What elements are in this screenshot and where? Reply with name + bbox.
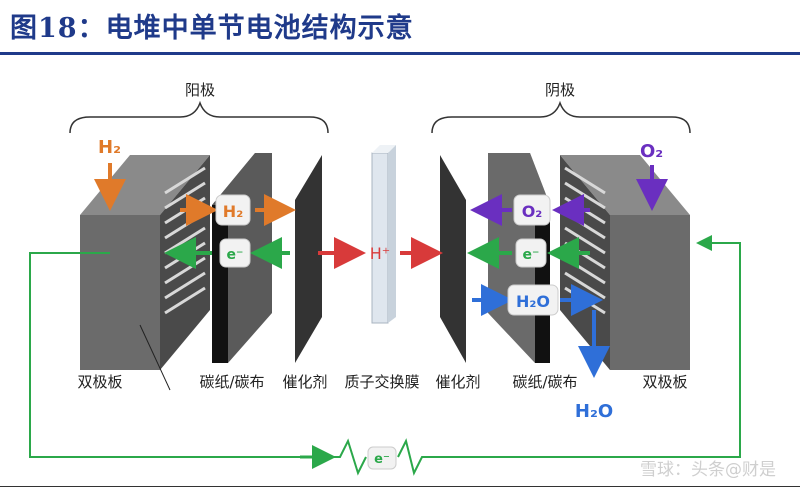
label-bipolar-left: 双极板 [77, 373, 122, 391]
electron-pill-left-label: e⁻ [227, 247, 244, 263]
cathode-bracket [431, 100, 691, 134]
water-pill-label: H₂O [516, 292, 550, 311]
fuel-cell-diagram: 阳极 阴极 [29, 81, 741, 476]
water-pill [507, 284, 559, 316]
o2-pill [513, 194, 551, 226]
bottom-rule [0, 486, 800, 487]
label-carbon-left: 碳纸/碳布 [199, 373, 264, 391]
external-circuit [29, 235, 741, 476]
label-catalyst-right: 催化剂 [435, 373, 480, 391]
cathode-label: 阴极 [545, 81, 575, 99]
label-membrane: 质子交换膜 [344, 373, 419, 391]
proton-exchange-membrane [371, 145, 396, 324]
electron-pill-bottom [367, 446, 397, 470]
anode-label: 阳极 [185, 81, 215, 99]
label-bipolar-right: 双极板 [642, 373, 687, 391]
o2-inlet-label: O₂ [640, 141, 663, 162]
title-rule [0, 52, 800, 55]
bipolar-plate-right [560, 155, 690, 370]
catalyst-right [440, 155, 466, 363]
figure-title: 图18：电堆中单节电池结构示意 [10, 13, 414, 44]
h2-pill-label: H₂ [223, 202, 243, 221]
h2-inlet-label: H₂ [98, 137, 121, 158]
electron-pill-right [515, 238, 547, 268]
water-outlet-label: H₂O [575, 401, 613, 422]
h2-pill [215, 194, 251, 226]
proton-label: H⁺ [370, 244, 390, 263]
electron-pill-bottom-label: e⁻ [374, 452, 390, 467]
electron-pill-left [219, 238, 251, 268]
electron-pill-right-label: e⁻ [523, 247, 540, 263]
bipolar-plate-left [80, 155, 210, 391]
o2-pill-label: O₂ [522, 202, 543, 221]
label-carbon-right: 碳纸/碳布 [512, 373, 577, 391]
label-catalyst-left: 催化剂 [282, 373, 327, 391]
catalyst-left [295, 155, 322, 363]
anode-bracket [69, 100, 329, 134]
watermark: 雪球：头条@财是 [640, 460, 776, 480]
